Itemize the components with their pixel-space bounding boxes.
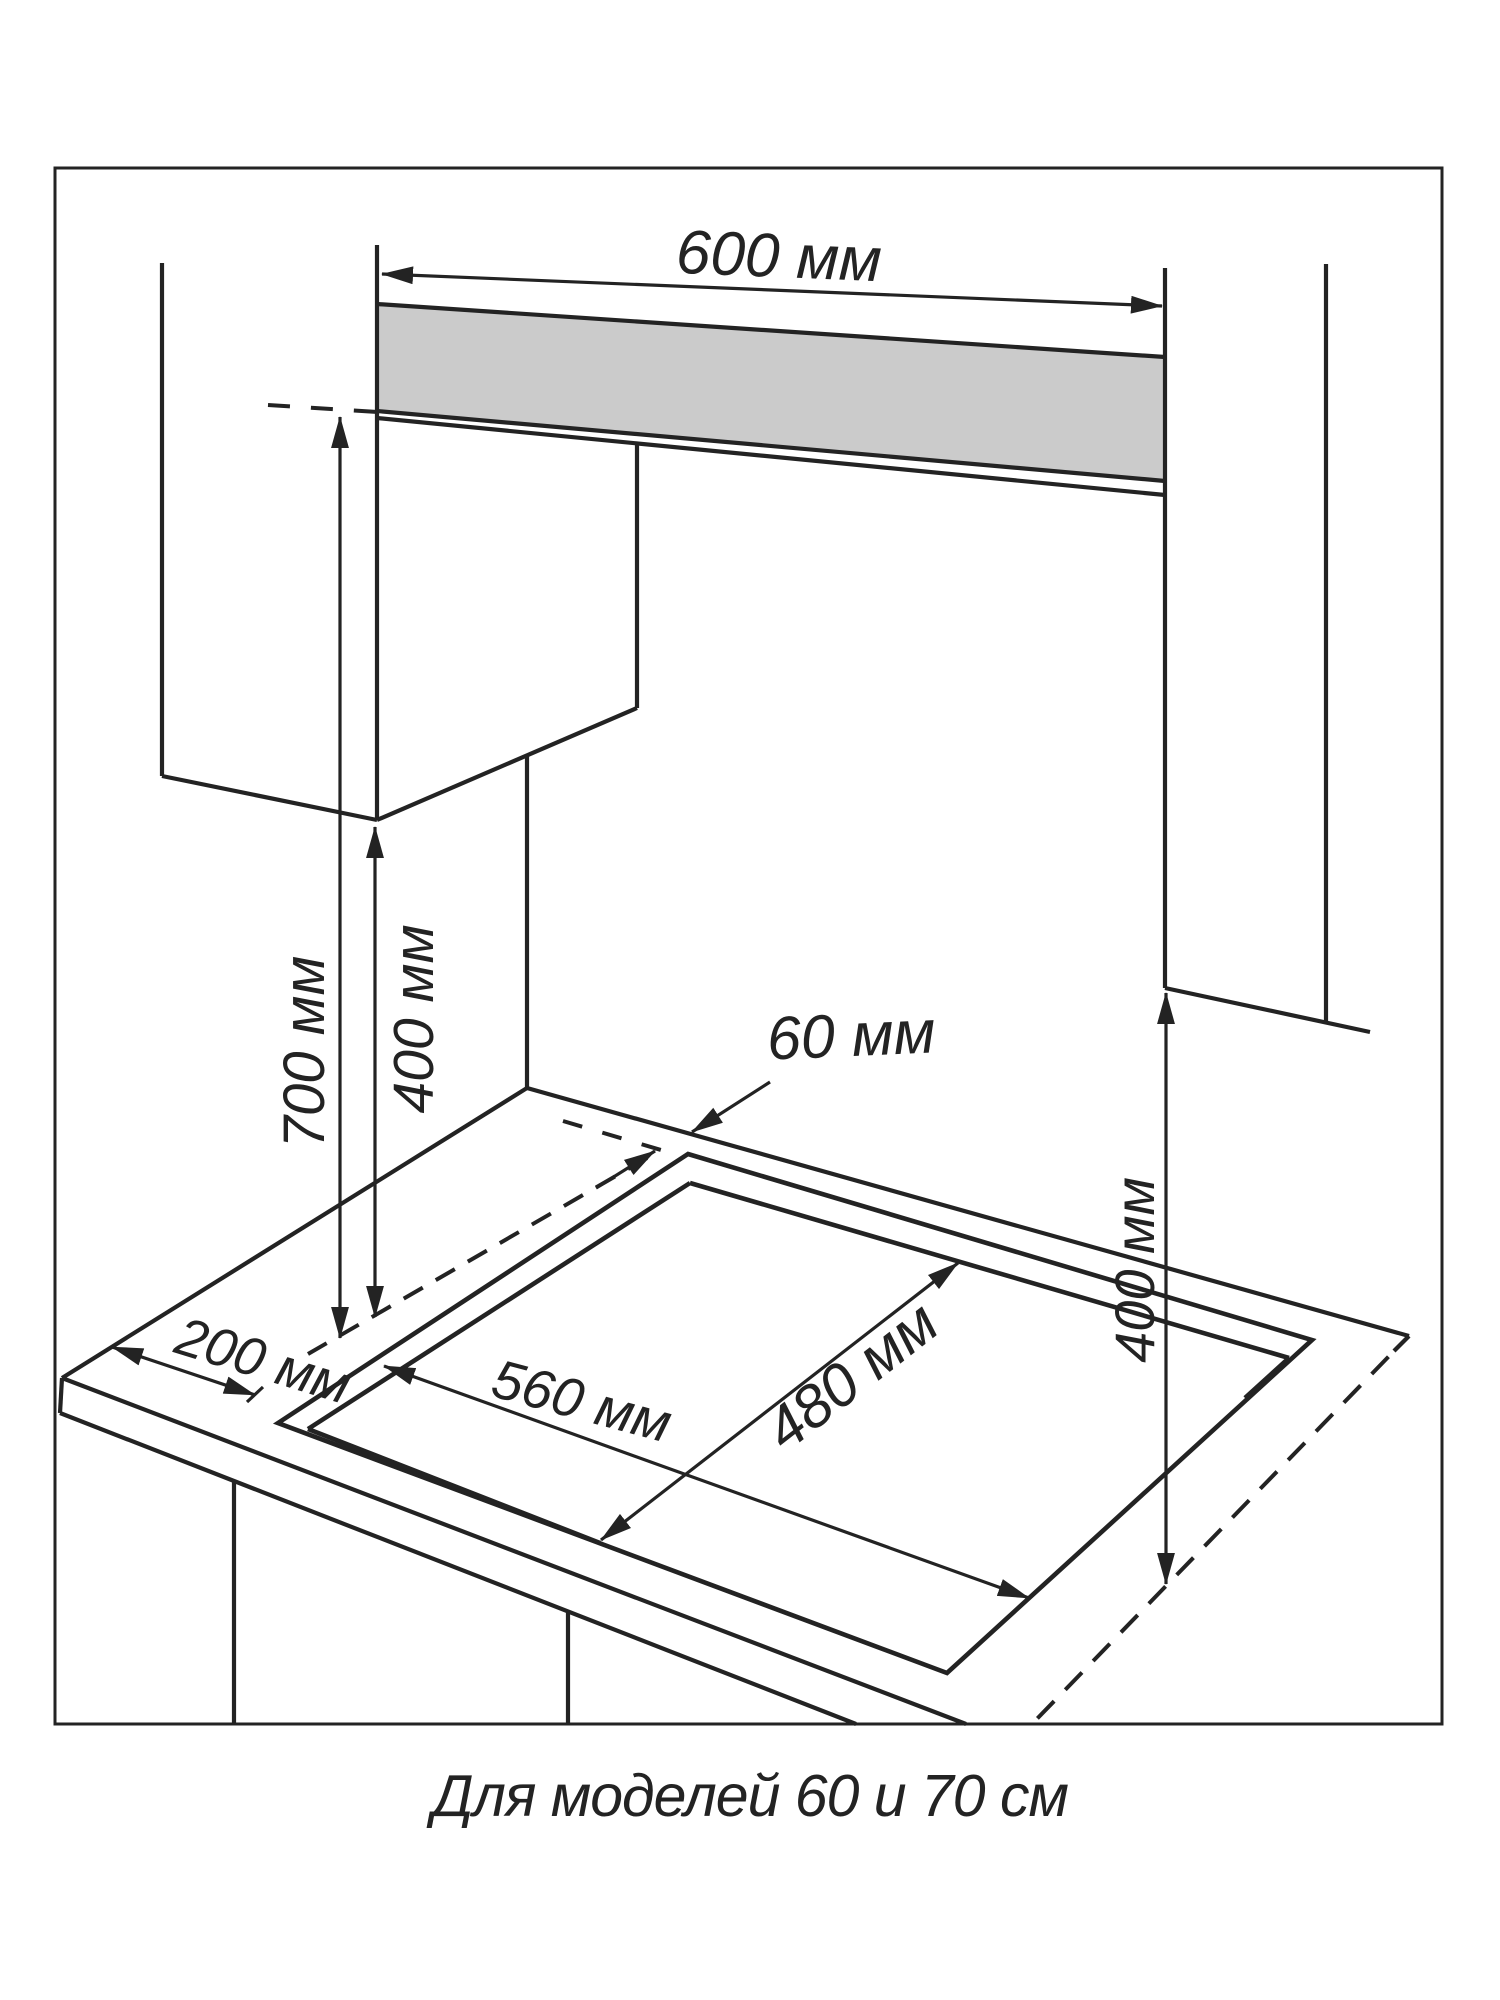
svg-text:700 мм: 700 мм (272, 956, 337, 1148)
svg-text:600 мм: 600 мм (675, 218, 883, 296)
svg-text:Для моделей 60 и 70 см: Для моделей 60 и 70 см (426, 1763, 1068, 1829)
svg-text:60 мм: 60 мм (765, 997, 936, 1072)
svg-text:400 мм: 400 мм (1103, 1177, 1166, 1363)
svg-text:400 мм: 400 мм (382, 924, 446, 1113)
